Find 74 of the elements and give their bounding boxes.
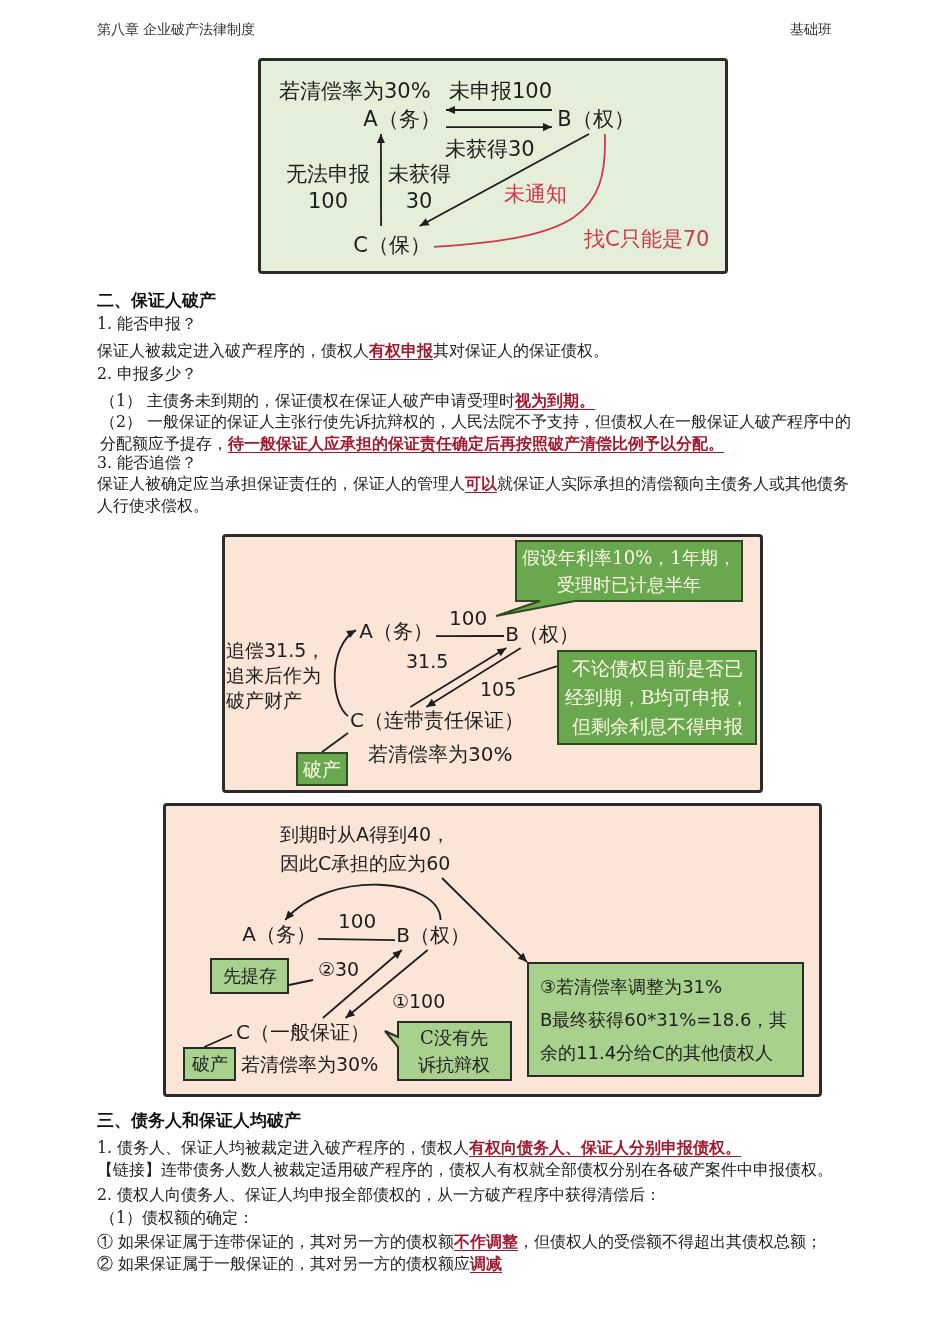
arrow <box>409 647 508 708</box>
paragraph: 保证人被裁定进入破产程序的，债权人有权申报其对保证人的保证债权。 <box>97 340 609 362</box>
annotation: 未获得30 <box>386 161 452 215</box>
paragraph: 2. 申报多少？ <box>97 363 198 385</box>
arrow <box>445 105 553 115</box>
arrow <box>344 949 429 1019</box>
party-label: C（一般保证） <box>232 1018 374 1046</box>
note-text: 到期时从A得到40，因此C承担的应为60 <box>280 820 460 878</box>
note-box: 破产 <box>183 1047 236 1081</box>
party-label: A（务） <box>358 104 446 134</box>
section-heading: 三、债务人和保证人均破产 <box>97 1110 301 1132</box>
party-label: A（务） <box>240 920 318 948</box>
paragraph: 3. 能否追偿？ <box>97 452 198 474</box>
edge-label: 105 <box>480 678 517 700</box>
edge-label: 未通知 <box>504 181 567 208</box>
edge-label: 无法申报100 <box>285 161 371 215</box>
running-header: 基础班 <box>790 21 832 39</box>
curved-arrow <box>284 883 442 921</box>
callout-text: 假设年利率10%，1年期，受理时已计息半年 <box>521 546 737 597</box>
leader-line <box>203 1033 233 1048</box>
party-label: C（连带责任保证） <box>348 707 526 733</box>
paragraph: （1）债权额的确定： <box>100 1207 255 1229</box>
party-label: C（保） <box>350 226 434 264</box>
arrow <box>418 133 590 227</box>
note-box <box>527 962 804 1077</box>
edge-label: 100 <box>449 606 488 630</box>
diagram-panel <box>163 803 822 1097</box>
leader-line <box>321 732 349 753</box>
leader-line <box>517 665 558 680</box>
connector-line <box>435 635 505 637</box>
edge-label: 未获得30 <box>445 136 535 163</box>
paragraph: 【链接】连带债务人数人被裁定适用破产程序的，债权人有权就全部债权分别在各破产案件中申报债权。 <box>97 1159 833 1181</box>
section-heading: 二、保证人破产 <box>97 290 216 312</box>
caption-text: 若清偿率为30% <box>279 78 431 105</box>
arrow <box>322 949 403 1019</box>
annotation: 找C只能是70 <box>584 226 710 253</box>
party-label: B（权） <box>395 920 471 950</box>
paragraph: （1） 主债务未到期的，保证债权在保证人破产申请受理时视为到期。 <box>100 390 596 412</box>
note-box: 破产 <box>296 752 348 786</box>
edge-label: 100 <box>338 909 377 933</box>
paragraph: 1. 债务人、保证人均被裁定进入破产程序的，债权人有权向债务人、保证人分别申报债权。 <box>97 1137 742 1159</box>
speech-bubble <box>384 1021 513 1082</box>
edge-label: 追偿31.5，追来后作为破产财产 <box>226 638 327 713</box>
curved-arrow <box>333 629 357 717</box>
arrow <box>441 877 528 963</box>
party-label: B（权） <box>504 620 580 648</box>
edge-label: ②30 <box>318 958 360 980</box>
box-text: ③若清偿率调整为31% <box>540 975 723 999</box>
party-label: A（务） <box>356 616 436 646</box>
caption-text: 若清偿率为30% <box>368 741 513 768</box>
leader-line <box>288 979 314 986</box>
note-box: 不论债权目前是否已经到期，B均可申报，但剩余利息不得申报 <box>557 650 757 745</box>
paragraph: 1. 能否申报？ <box>97 313 198 335</box>
arrow <box>445 123 553 132</box>
arrow <box>425 647 522 708</box>
paragraph: ① 如果保证属于连带保证的，其对另一方的债权额不作调整，但债权人的受偿额不得超出其债权总额； <box>97 1231 823 1253</box>
diagram-panel <box>258 58 728 274</box>
edge-label: 31.5 <box>406 650 449 672</box>
arrow <box>376 133 385 227</box>
edge-label: 未申报100 <box>449 78 553 105</box>
party-label: B（权） <box>552 104 640 134</box>
paragraph: 2. 债权人向债务人、保证人均申报全部债权的，从一方破产程序中获得清偿后： <box>97 1184 662 1206</box>
caption-text: 若清偿率为30% <box>241 1052 379 1077</box>
note-box: 先提存 <box>210 958 289 994</box>
curved-line <box>433 133 606 248</box>
connector-line <box>317 937 396 941</box>
callout-text: C没有先诉抗辩权 <box>417 1026 491 1077</box>
paragraph: 保证人被确定应当承担保证责任的，保证人的管理人可以就保证人实际承担的清偿额向主债务人或其他债务人行使求偿权。 <box>97 473 850 517</box>
box-text: B最终获得60*31%=18.6，其余的11.4分给C的其他债权人 <box>540 1008 789 1065</box>
paragraph: （2） 一般保证的保证人主张行使先诉抗辩权的，人民法院不予支持，但债权人在一般保证人破产程序中的分配额应予提存，待一般保证人应承担的保证责任确定后再按照破产清偿比例予以分配。 <box>100 411 853 455</box>
edge-label: ①100 <box>392 990 446 1012</box>
diagram-panel <box>222 534 763 793</box>
running-header: 第八章 企业破产法律制度 <box>97 21 256 39</box>
paragraph: ② 如果保证属于一般保证的，其对另一方的债权额应调减 <box>97 1253 503 1275</box>
